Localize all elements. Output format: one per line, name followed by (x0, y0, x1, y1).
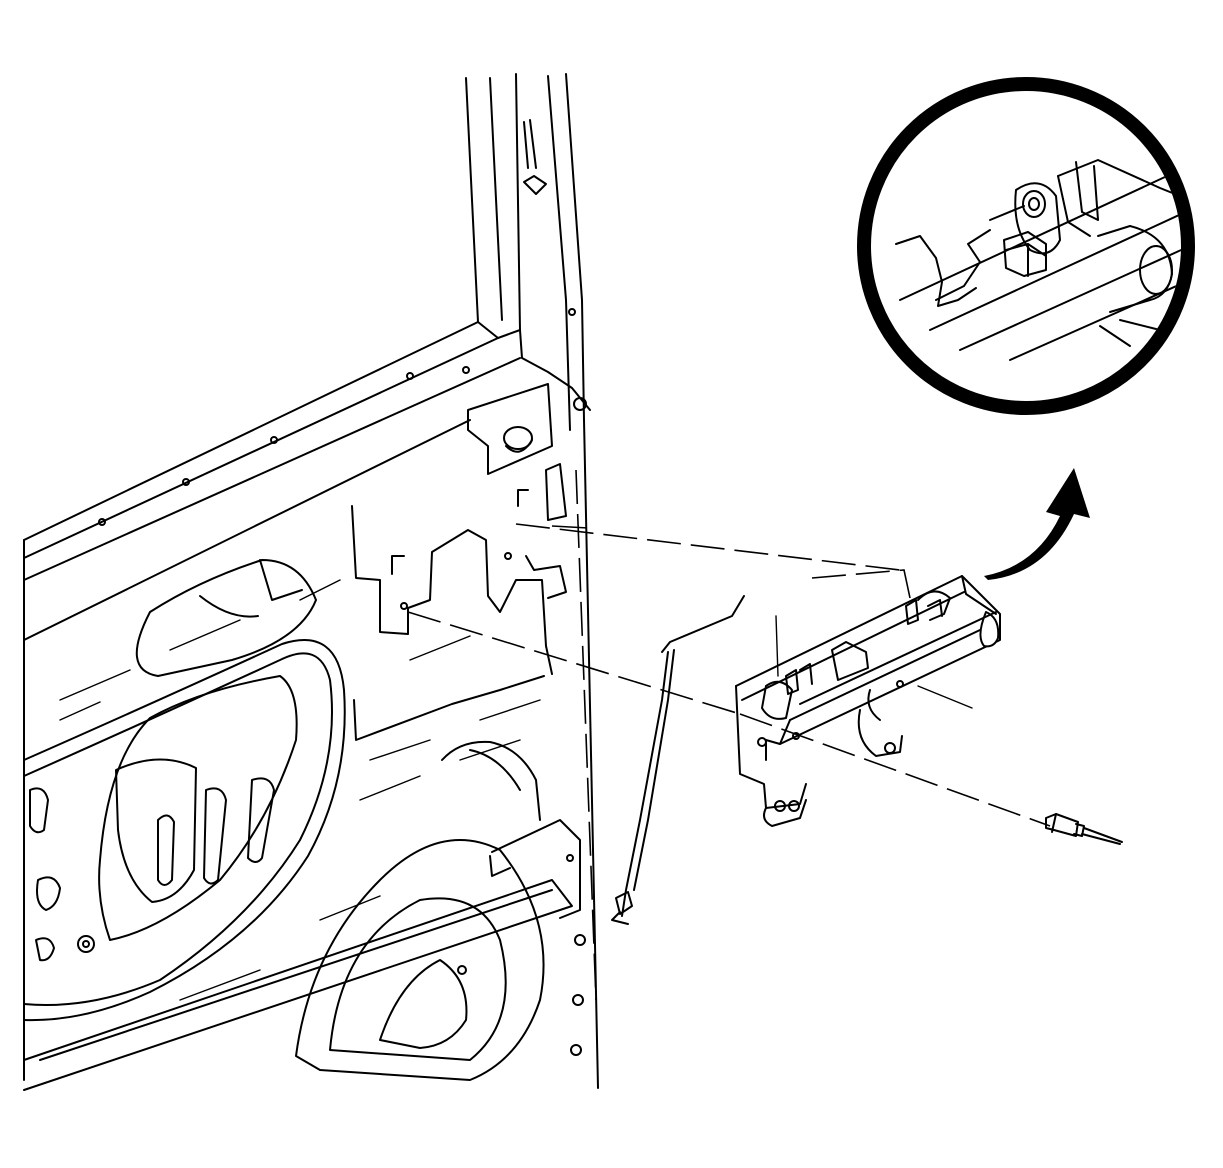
detail-view-magnifier (857, 77, 1195, 415)
alignment-lines (407, 469, 1051, 1001)
regulator-cable (611, 649, 675, 925)
callout-arrow (984, 468, 1090, 580)
window-regulator-assembly (661, 575, 1001, 827)
door-inner-panel (23, 73, 599, 1091)
rivet (1045, 813, 1123, 845)
